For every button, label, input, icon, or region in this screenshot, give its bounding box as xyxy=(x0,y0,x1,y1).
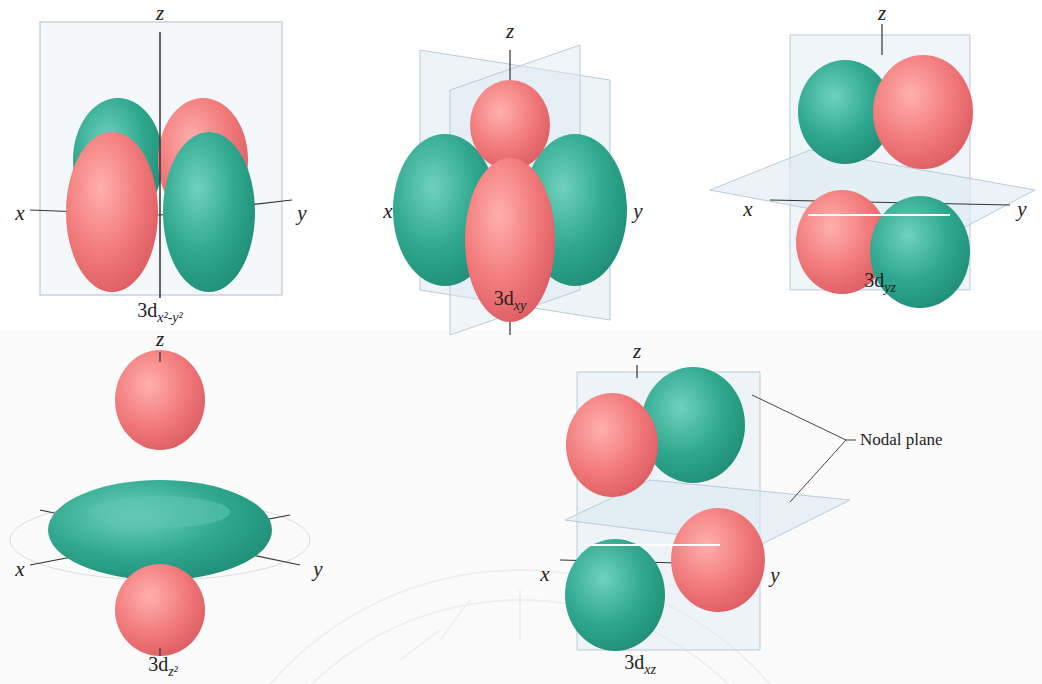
axis-label: y xyxy=(633,200,642,223)
axis-label: z xyxy=(878,2,886,25)
leader-line xyxy=(752,395,846,440)
dxz-orbital xyxy=(560,365,856,651)
axis-label: x xyxy=(15,202,24,225)
dxy-orbital xyxy=(393,45,627,335)
leader-line xyxy=(790,440,846,502)
axis-label: y xyxy=(770,564,779,587)
axis-label: z xyxy=(506,20,514,43)
axis-label: y xyxy=(1017,198,1026,221)
dx2-y2-orbital xyxy=(30,22,292,298)
axis-label: z xyxy=(633,340,641,363)
dz2-orbital xyxy=(10,350,310,656)
axis-label: x xyxy=(743,198,752,221)
axis-label: x xyxy=(383,200,392,223)
leader-line xyxy=(846,440,856,441)
axis-label: x xyxy=(15,558,24,581)
orbital-name: 3dx²-y² xyxy=(137,299,182,325)
orbital-name: 3dyz xyxy=(864,269,896,295)
orbital-name: 3dxz xyxy=(624,651,656,677)
orbital-name: 3dxy xyxy=(494,287,526,313)
axis-label: y xyxy=(313,558,322,581)
background-band xyxy=(0,330,1042,684)
axis-label: x xyxy=(540,563,549,586)
orbital-name: 3dz² xyxy=(148,653,178,679)
axis-label: z xyxy=(156,2,164,25)
axis-label: y xyxy=(297,202,306,225)
axis-label: z xyxy=(156,328,164,351)
callout-label: Nodal plane xyxy=(860,431,943,450)
dyz-orbital xyxy=(710,24,1035,308)
